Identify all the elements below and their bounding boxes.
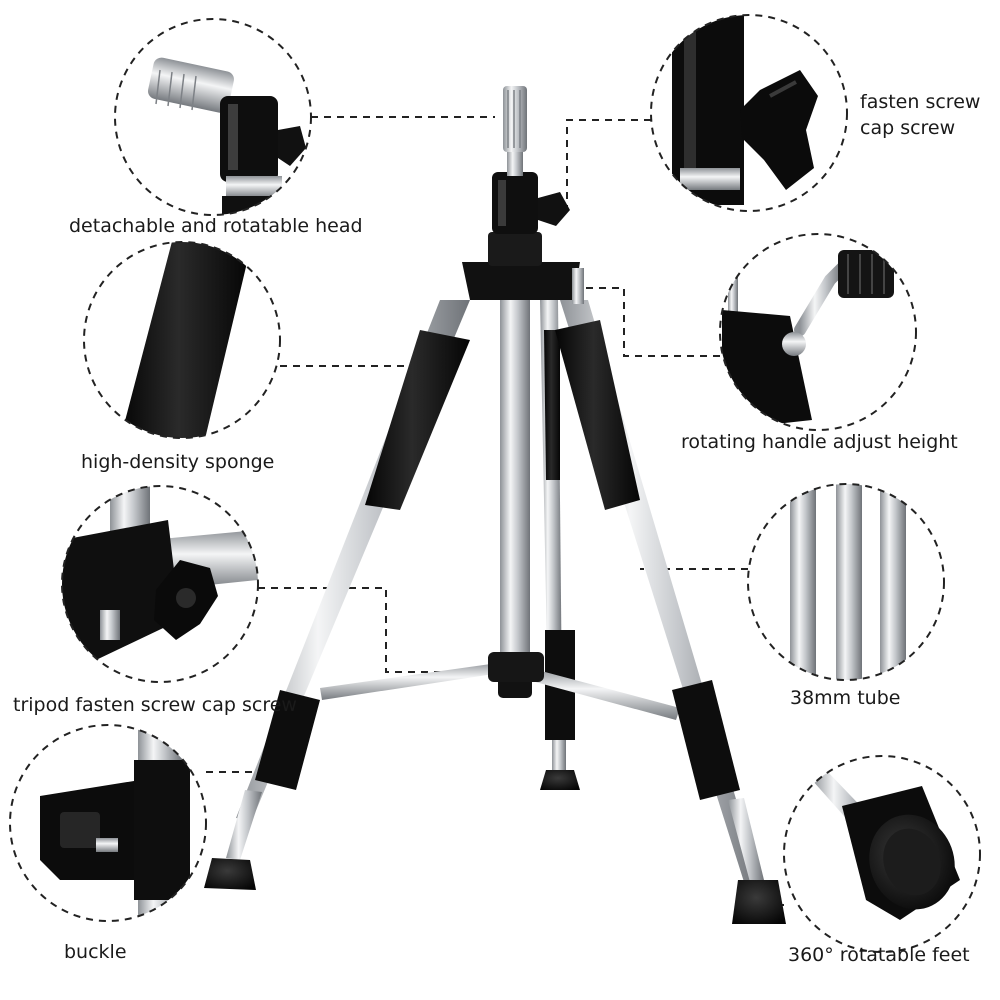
label-sponge: high-density sponge (81, 451, 275, 473)
center-column (500, 290, 530, 690)
detail-tripod-screw (61, 485, 259, 683)
detail-head (114, 18, 312, 216)
label-fasten-screw: fasten screw (860, 91, 981, 113)
detail-tube (747, 483, 945, 681)
detail-feet (783, 755, 981, 953)
label-cap-screw: cap screw (860, 117, 956, 139)
tripod-main (204, 86, 786, 924)
label-buckle: buckle (64, 941, 127, 963)
left-leg (204, 300, 470, 890)
spreader-left (320, 662, 507, 700)
label-tripod-screw: tripod fasten screw cap screw (13, 694, 297, 716)
label-handle: rotating handle adjust height (681, 431, 958, 453)
spreader-right (528, 668, 680, 720)
leader-handle (582, 287, 720, 357)
leader-tripod-screw (258, 587, 492, 673)
label-feet: 360° rotatable feet (788, 944, 970, 966)
detail-handle (719, 233, 917, 431)
label-head: detachable and rotatable head (69, 215, 363, 237)
leg-hub (462, 262, 580, 300)
detail-fasten-screw (650, 14, 848, 212)
detail-buckle (9, 724, 207, 922)
mount-screw (503, 86, 527, 152)
back-leg (540, 300, 580, 790)
leader-fasten-screw (566, 119, 651, 210)
right-leg (555, 300, 786, 924)
detail-sponge (83, 241, 281, 439)
label-tube: 38mm tube (790, 687, 901, 709)
